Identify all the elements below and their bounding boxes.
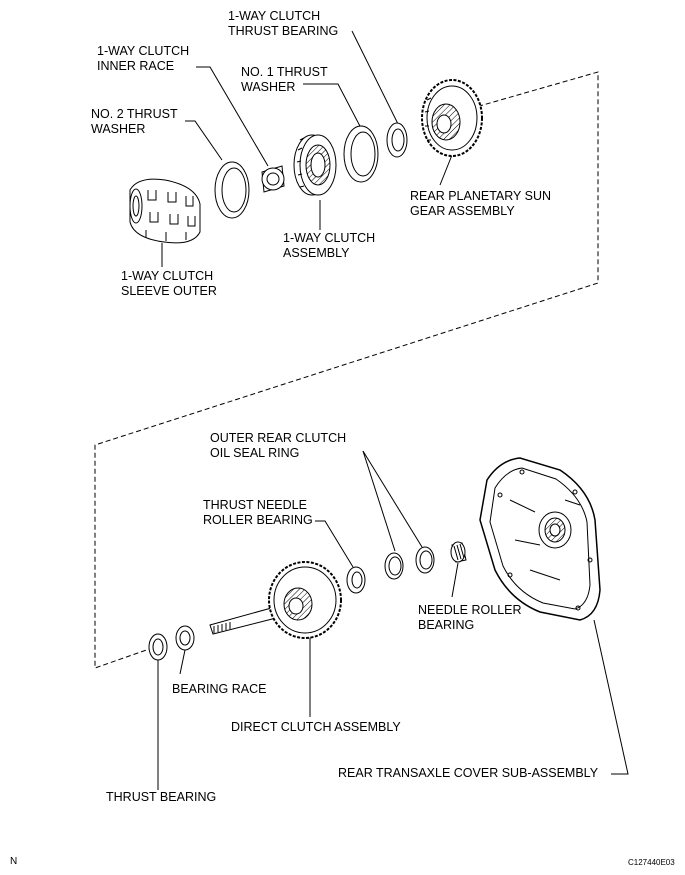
oil-seal-ring-a [384, 552, 404, 580]
leader-bearing-race [179, 649, 186, 675]
label-bearing-race: BEARING RACE [172, 682, 267, 696]
leader-oneway-thrust-bearing [351, 30, 401, 129]
leader-oneway-inner-race [196, 66, 269, 167]
rear-cover-part [479, 457, 601, 621]
oil-seal-ring-b [415, 546, 435, 574]
direct-clutch-part [209, 561, 342, 639]
thrust-bearing-part [148, 633, 168, 661]
thrust-needle-part [346, 566, 366, 594]
leader-no1-thrust-washer [303, 83, 363, 131]
figure-code: C127440E03 [628, 858, 675, 867]
leader-rear-cover [593, 619, 629, 775]
oneway-thrust-bearing-part [386, 122, 408, 158]
label-thrust-bearing: THRUST BEARING [106, 790, 217, 804]
no1-thrust-washer-part [343, 125, 379, 183]
oneway-inner-race-part [261, 165, 285, 193]
corner-letter: N [10, 856, 18, 867]
sleeve-outer-part [129, 178, 201, 244]
label-rear-cover: REAR TRANSAXLE COVER SUB-ASSEMBLY [338, 766, 599, 780]
assembly-line-upper [94, 71, 599, 669]
rear-planetary-gear-part [421, 79, 483, 157]
label-direct-clutch: DIRECT CLUTCH ASSEMBLY [231, 720, 401, 734]
leader-no2-thrust-washer [185, 120, 223, 161]
needle-roller-part [450, 541, 467, 563]
leader-outer-rear-seal-b [362, 450, 423, 548]
oneway-assembly-part [293, 134, 337, 196]
leader-outer-rear-seal-a [362, 450, 396, 552]
bearing-race-part [175, 625, 195, 651]
leader-needle-roller [451, 562, 459, 598]
no2-thrust-washer-part [214, 161, 250, 219]
leader-thrust-needle [315, 520, 354, 568]
